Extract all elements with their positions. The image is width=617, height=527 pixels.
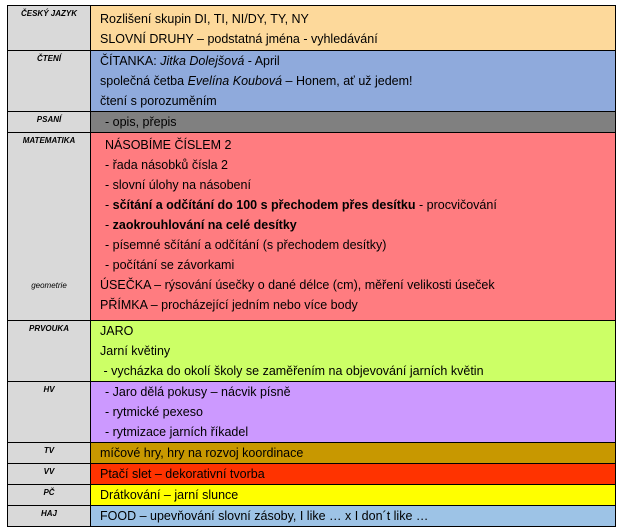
subject-cell-hv: HV: [7, 381, 91, 443]
subject-label: HV: [43, 385, 55, 394]
content-cell-pc: Drátkování – jarní slunce: [90, 484, 616, 506]
content-cell-tv: míčové hry, hry na rozvoj koordinace: [90, 442, 616, 464]
row-haj: HAJ FOOD – upevňování slovní zásoby, I l…: [7, 505, 616, 527]
text-part: - April: [244, 54, 280, 68]
subject-cell-psani: PSANÍ: [7, 111, 91, 133]
content-line: - písemné sčítání a odčítání (s přechode…: [105, 238, 387, 252]
content-line: ÚSEČKA – rýsování úsečky o dané délce (c…: [100, 278, 495, 292]
subject-cell-pc: PČ: [7, 484, 91, 506]
subject-label: ČTENÍ: [37, 54, 61, 63]
subject-label: PČ: [43, 488, 55, 497]
content-line: - řada násobků čísla 2: [105, 158, 228, 172]
subject-label: TV: [43, 446, 55, 455]
content-cell-psani: - opis, přepis: [90, 111, 616, 133]
content-cell-prvouka: JARO Jarní květiny - vycházka do okolí š…: [90, 320, 616, 382]
row-psani: PSANÍ - opis, přepis: [7, 111, 616, 133]
content-line: FOOD – upevňování slovní zásoby, I like …: [100, 509, 429, 523]
content-line: PŘÍMKA – procházející jedním nebo více b…: [100, 298, 358, 312]
row-cteni: ČTENÍ ČÍTANKA: Jitka Dolejšová - April s…: [7, 50, 616, 112]
content-line: ČÍTANKA: Jitka Dolejšová - April: [100, 52, 615, 72]
content-line: - rytmizace jarních říkadel: [105, 425, 249, 439]
content-cell-matematika: NÁSOBÍME ČÍSLEM 2 - řada násobků čísla 2…: [90, 132, 616, 321]
content-line: Ptačí slet – dekorativní tvorba: [100, 467, 265, 481]
subject-cell-cteni: ČTENÍ: [7, 50, 91, 112]
content-line: - počítání se závorkami: [105, 258, 235, 272]
row-prvouka: PRVOUKA JARO Jarní květiny - vycházka do…: [7, 320, 616, 382]
content-line: - vycházka do okolí školy se zaměřením n…: [100, 364, 484, 378]
content-line: míčové hry, hry na rozvoj koordinace: [100, 446, 304, 460]
content-line: - sčítání a odčítání do 100 s přechodem …: [100, 195, 615, 215]
bold-text: sčítání a odčítání do 100 s přechodem př…: [112, 198, 416, 212]
row-pc: PČ Drátkování – jarní slunce: [7, 484, 616, 506]
content-line: - slovní úlohy na násobení: [105, 178, 251, 192]
content-line: čtení s porozuměním: [100, 94, 217, 108]
content-line: Drátkování – jarní slunce: [100, 488, 239, 502]
subject-cell-vv: VV: [7, 463, 91, 485]
text-part: společná četba: [100, 74, 188, 88]
sub-subject-label: geometrie: [31, 281, 67, 290]
content-line: Jarní květiny: [100, 344, 171, 358]
content-line: SLOVNÍ DRUHY – podstatná jména - vyhledá…: [100, 32, 378, 46]
content-cell-vv: Ptačí slet – dekorativní tvorba: [90, 463, 616, 485]
content-line: - rytmické pexeso: [105, 405, 203, 419]
row-matematika: MATEMATIKA geometrie NÁSOBÍME ČÍSLEM 2 -…: [7, 132, 616, 321]
text-part: -: [105, 218, 113, 232]
subject-cell-cesky-jazyk: ČESKÝ JAZYK: [7, 5, 91, 51]
subject-cell-prvouka: PRVOUKA: [7, 320, 91, 382]
content-line: - opis, přepis: [105, 115, 177, 129]
subject-cell-haj: HAJ: [7, 505, 91, 527]
subject-label: PSANÍ: [36, 115, 62, 124]
content-line: - Jaro dělá pokusy – nácvik písně: [105, 385, 291, 399]
row-hv: HV - Jaro dělá pokusy – nácvik písně - r…: [7, 381, 616, 443]
subject-label: VV: [43, 467, 55, 476]
subject-label: HAJ: [40, 509, 57, 518]
subject-label: PRVOUKA: [28, 324, 69, 333]
content-line: - zaokrouhlování na celé desítky: [100, 215, 615, 235]
content-line: Rozlišení skupin DI, TI, NI/DY, TY, NY: [100, 12, 309, 26]
weekly-plan-table: ČESKÝ JAZYK Rozlišení skupin DI, TI, NI/…: [7, 5, 616, 527]
content-cell-cteni: ČÍTANKA: Jitka Dolejšová - April společn…: [90, 50, 616, 112]
row-cesky-jazyk: ČESKÝ JAZYK Rozlišení skupin DI, TI, NI/…: [7, 5, 616, 51]
text-part: – Honem, ať už jedem!: [282, 74, 413, 88]
text-part: ČÍTANKA:: [100, 54, 161, 68]
subject-label: ČESKÝ JAZYK: [20, 9, 77, 18]
subject-label: MATEMATIKA: [22, 136, 76, 145]
author-name: Evelína Koubová: [187, 74, 283, 88]
row-vv: VV Ptačí slet – dekorativní tvorba: [7, 463, 616, 485]
content-line: společná četba Evelína Koubová – Honem, …: [100, 71, 615, 91]
content-line: JARO: [100, 324, 134, 338]
content-line: NÁSOBÍME ČÍSLEM 2: [105, 138, 232, 152]
content-cell-cesky-jazyk: Rozlišení skupin DI, TI, NI/DY, TY, NY S…: [90, 5, 616, 51]
bold-text: zaokrouhlování na celé desítky: [112, 218, 297, 232]
row-tv: TV míčové hry, hry na rozvoj koordinace: [7, 442, 616, 464]
text-part: - procvičování: [415, 198, 497, 212]
subject-cell-matematika: MATEMATIKA geometrie: [7, 132, 91, 321]
subject-cell-tv: TV: [7, 442, 91, 464]
text-part: -: [105, 198, 113, 212]
content-cell-hv: - Jaro dělá pokusy – nácvik písně - rytm…: [90, 381, 616, 443]
author-name: Jitka Dolejšová: [160, 54, 245, 68]
content-cell-haj: FOOD – upevňování slovní zásoby, I like …: [90, 505, 616, 527]
